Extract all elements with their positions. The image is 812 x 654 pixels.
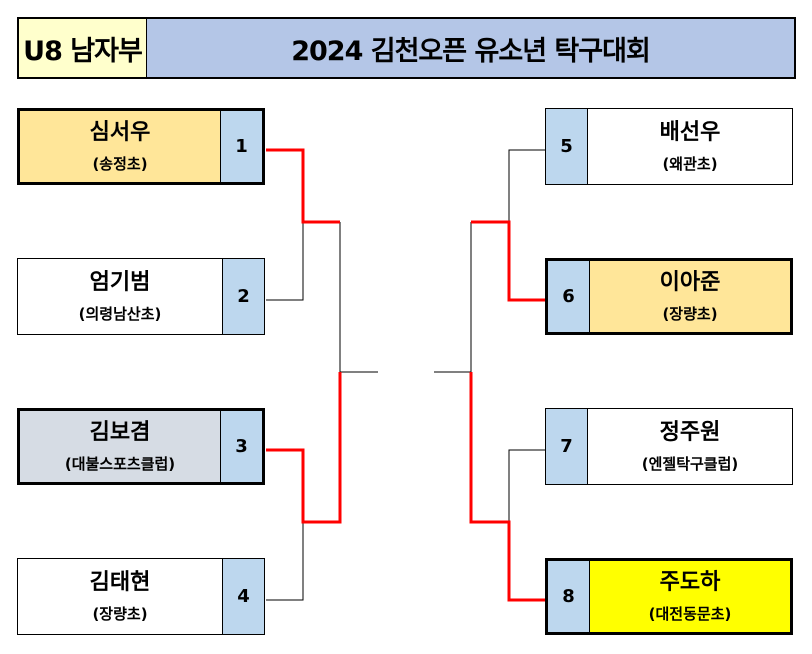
win-line-p6 [471, 220, 545, 302]
player-club: (왜관초) [662, 154, 718, 173]
win-line-p1 [266, 148, 340, 224]
player-name: 김보겸 [89, 419, 151, 445]
seed-number: 2 [222, 259, 264, 334]
header: U8 남자부 2024 김천오픈 유소년 탁구대회 [17, 17, 796, 79]
player-slot-3[interactable]: 김보겸 (대불스포츠클럽) 3 [17, 408, 265, 485]
seed-number: 4 [222, 559, 264, 634]
seed-number: 8 [548, 561, 590, 632]
win-line-p8 [469, 372, 545, 602]
player-name: 엄기범 [89, 269, 151, 295]
line-p5 [508, 149, 545, 222]
line-p2 [266, 222, 304, 301]
line-p4 [266, 522, 304, 601]
player-slot-6[interactable]: 6 이아준 (장량초) [545, 258, 793, 335]
line-semi-right-top [434, 222, 472, 373]
player-name: 주도하 [659, 569, 721, 595]
player-slot-7[interactable]: 7 정주원 (엔젤탁구클럽) [545, 408, 793, 485]
player-slot-5[interactable]: 5 배선우 (왜관초) [545, 108, 793, 185]
player-name: 김태현 [89, 569, 151, 595]
division-label: U8 남자부 [19, 19, 147, 77]
player-club: (대전동문초) [648, 604, 732, 623]
seed-number: 6 [548, 261, 590, 332]
player-club: (장량초) [92, 604, 148, 623]
player-name: 배선우 [659, 119, 721, 145]
seed-number: 1 [220, 111, 262, 182]
player-slot-8[interactable]: 8 주도하 (대전동문초) [545, 558, 793, 635]
player-name: 이아준 [659, 269, 721, 295]
win-line-p3 [266, 372, 342, 524]
player-slot-1[interactable]: 심서우 (송정초) 1 [17, 108, 265, 185]
seed-number: 7 [546, 409, 588, 484]
player-name: 정주원 [659, 419, 721, 445]
player-club: (엔젤탁구클럽) [641, 454, 739, 473]
player-club: (송정초) [92, 154, 148, 173]
player-slot-2[interactable]: 엄기범 (의령남산초) 2 [17, 258, 265, 335]
player-name: 심서우 [89, 119, 151, 145]
line-p7 [508, 449, 545, 522]
seed-number: 5 [546, 109, 588, 184]
player-club: (대불스포츠클럽) [64, 454, 176, 473]
player-club: (의령남산초) [78, 304, 162, 323]
player-slot-4[interactable]: 김태현 (장량초) 4 [17, 558, 265, 635]
tournament-title: 2024 김천오픈 유소년 탁구대회 [147, 19, 794, 77]
line-semi-left-top [339, 222, 378, 373]
player-club: (장량초) [662, 304, 718, 323]
seed-number: 3 [220, 411, 262, 482]
